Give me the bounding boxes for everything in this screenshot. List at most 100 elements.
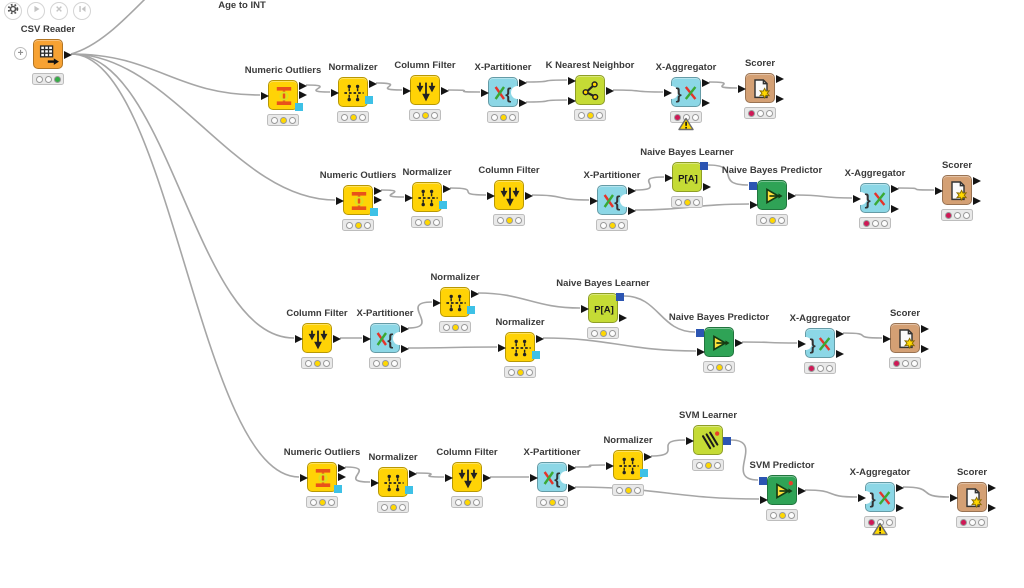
connection[interactable] — [730, 439, 759, 481]
input-port[interactable] — [760, 495, 768, 504]
node-normalizer[interactable] — [331, 77, 377, 107]
pmml-output-port[interactable] — [640, 469, 648, 477]
node-scorer[interactable] — [935, 175, 981, 205]
node-scorer[interactable] — [883, 323, 929, 353]
node-x-partitioner[interactable]: { — [590, 185, 636, 215]
connection[interactable] — [574, 464, 606, 468]
model-input-port[interactable] — [759, 477, 767, 485]
connection[interactable] — [542, 337, 697, 352]
settings-button[interactable] — [4, 2, 22, 20]
connection[interactable] — [531, 194, 590, 201]
input-port[interactable] — [433, 298, 441, 307]
node-svm-learner[interactable] — [686, 425, 731, 455]
connection[interactable] — [623, 295, 696, 333]
input-port[interactable] — [405, 193, 413, 202]
connection[interactable] — [407, 301, 433, 329]
execute-button[interactable] — [27, 2, 45, 20]
input-port[interactable] — [665, 173, 673, 182]
node-normalizer[interactable] — [433, 287, 479, 317]
input-port[interactable] — [853, 194, 861, 203]
output-port[interactable] — [896, 483, 904, 492]
connection[interactable] — [407, 346, 498, 349]
input-port[interactable] — [498, 343, 506, 352]
connection[interactable] — [70, 53, 295, 339]
output-port[interactable] — [836, 349, 844, 358]
node-nb-learner[interactable]: P[A] — [581, 293, 627, 323]
node-normalizer[interactable] — [405, 182, 451, 212]
connection[interactable] — [804, 489, 858, 498]
output-port[interactable] — [973, 176, 981, 185]
pmml-output-port[interactable] — [532, 351, 540, 359]
output-port[interactable] — [921, 324, 929, 333]
connection[interactable] — [447, 89, 481, 93]
output-port[interactable] — [836, 329, 844, 338]
connection[interactable] — [305, 84, 331, 93]
output-port[interactable] — [788, 191, 796, 200]
output-port[interactable] — [443, 184, 451, 193]
output-port[interactable] — [776, 94, 784, 103]
input-port[interactable] — [798, 339, 806, 348]
output-port[interactable] — [519, 98, 527, 107]
output-port[interactable] — [628, 206, 636, 215]
connection[interactable] — [525, 99, 568, 103]
input-port[interactable] — [530, 473, 538, 482]
pmml-output-port[interactable] — [365, 96, 373, 104]
pmml-output-port[interactable] — [405, 486, 413, 494]
output-port[interactable] — [735, 338, 743, 347]
output-port[interactable] — [374, 195, 382, 204]
connection[interactable] — [70, 53, 300, 478]
output-port[interactable] — [973, 196, 981, 205]
connection[interactable] — [415, 472, 445, 478]
input-port[interactable] — [581, 304, 589, 313]
connection[interactable] — [70, 53, 261, 96]
output-port[interactable] — [644, 452, 652, 461]
node-x-partitioner[interactable]: { — [530, 462, 576, 492]
output-port[interactable] — [64, 50, 72, 59]
connection[interactable] — [477, 292, 581, 309]
pmml-output-port[interactable] — [467, 306, 475, 314]
output-port[interactable] — [619, 313, 627, 322]
output-port[interactable] — [568, 483, 576, 492]
node-column-filter[interactable] — [445, 462, 491, 492]
node-nb-learner[interactable]: P[A] — [665, 162, 711, 192]
output-port[interactable] — [702, 98, 710, 107]
input-port[interactable] — [371, 478, 379, 487]
connection[interactable] — [897, 187, 935, 191]
output-port[interactable] — [401, 344, 409, 353]
output-port[interactable] — [896, 503, 904, 512]
node-normalizer[interactable] — [498, 332, 544, 362]
output-port[interactable] — [369, 79, 377, 88]
output-port[interactable] — [471, 289, 479, 298]
connection[interactable] — [708, 81, 738, 89]
input-port[interactable] — [750, 200, 758, 209]
connection[interactable] — [650, 439, 686, 457]
output-port[interactable] — [338, 463, 346, 472]
input-port[interactable] — [331, 88, 339, 97]
node-numeric-outliers[interactable] — [336, 185, 382, 216]
output-port[interactable] — [409, 469, 417, 478]
input-port[interactable] — [950, 493, 958, 502]
input-port[interactable] — [590, 196, 598, 205]
connection[interactable] — [344, 466, 371, 483]
node-normalizer[interactable] — [371, 467, 417, 497]
node-nb-predictor[interactable] — [749, 180, 796, 210]
node-x-partitioner[interactable]: { — [363, 323, 409, 353]
node-scorer[interactable] — [738, 73, 784, 103]
node-svm-predictor[interactable] — [759, 475, 806, 505]
input-port[interactable] — [738, 84, 746, 93]
input-port[interactable] — [568, 76, 576, 85]
output-port[interactable] — [891, 204, 899, 213]
add-port-button[interactable]: + — [14, 47, 27, 60]
input-port[interactable] — [568, 96, 576, 105]
connection[interactable] — [380, 189, 405, 198]
pmml-output-port[interactable] — [295, 103, 303, 111]
output-port[interactable] — [703, 182, 711, 191]
model-output-port[interactable] — [700, 162, 708, 170]
output-port[interactable] — [299, 81, 307, 90]
output-port[interactable] — [988, 483, 996, 492]
connection[interactable] — [842, 332, 883, 339]
node-x-aggregator[interactable]: } — [798, 328, 844, 358]
connection[interactable] — [70, 0, 152, 55]
connection[interactable] — [707, 164, 749, 186]
output-port[interactable] — [299, 90, 307, 99]
